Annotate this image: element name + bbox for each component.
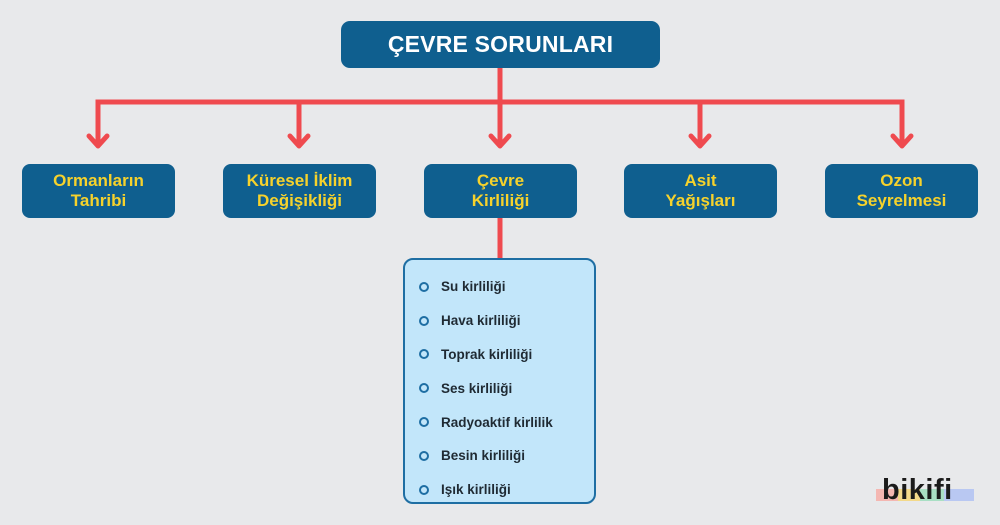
logo-stripe — [898, 489, 920, 501]
logo-stripe — [920, 489, 944, 501]
list-item-label: Besin kirliliği — [441, 448, 526, 464]
list-item-label: Hava kirliliği — [441, 313, 521, 329]
node-label-line1: Çevre — [476, 171, 525, 190]
node-label-line1: Ozon — [880, 171, 923, 190]
bikifi-logo: bikifi — [876, 473, 976, 507]
list-item-label: Ses kirliliği — [441, 380, 513, 396]
arrow-head — [890, 133, 914, 149]
bullet-icon — [419, 315, 429, 326]
list-item-label: Su kirliliği — [441, 279, 506, 295]
node-label-line1: Asit — [684, 171, 717, 190]
list-item: Toprak kirliliği — [419, 338, 594, 372]
arrow-head — [488, 133, 512, 149]
list-item: Radyoaktif kirlilik — [419, 405, 594, 439]
node-kuresel-iklim-degisikligi: Küresel İklim Değişikliği — [223, 164, 376, 218]
node-label-line2: Kirliliği — [471, 191, 530, 210]
node-ozon-seyrelmesi: Ozon Seyrelmesi — [825, 164, 978, 218]
root-node: ÇEVRE SORUNLARI — [341, 21, 660, 68]
logo-stripe — [876, 489, 898, 501]
bullet-icon — [419, 383, 429, 394]
node-label-line2: Seyrelmesi — [856, 191, 947, 210]
node-label-line2: Değişikliği — [256, 191, 342, 210]
list-item: Besin kirliliği — [419, 439, 594, 473]
bullet-icon — [419, 417, 429, 428]
node-asit-yagislari: Asit Yağışları — [624, 164, 777, 218]
logo-text: bikifi — [882, 474, 953, 506]
node-label-line2: Tahribi — [70, 191, 127, 210]
bullet-icon — [419, 450, 429, 461]
list-item-label: Işık kirliliği — [441, 482, 511, 498]
node-label-line1: Ormanların — [53, 171, 144, 190]
pollution-types-list: Su kirliliği Hava kirliliği Toprak kirli… — [403, 258, 596, 504]
node-cevre-kirliligi: Çevre Kirliliği — [424, 164, 577, 218]
node-label-line2: Yağışları — [665, 191, 736, 210]
bullet-icon — [419, 349, 429, 360]
list-item: Işık kirliliği — [419, 473, 594, 507]
logo-stripe — [944, 489, 974, 501]
list-item: Ses kirliliği — [419, 371, 594, 405]
list-item: Su kirliliği — [419, 270, 594, 304]
node-ormanlarin-tahribi: Ormanların Tahribi — [22, 164, 175, 218]
bullet-icon — [419, 484, 429, 495]
bullet-icon — [419, 281, 429, 292]
arrow-head — [86, 133, 110, 149]
arrow-head — [688, 133, 712, 149]
node-label-line1: Küresel İklim — [246, 171, 353, 190]
arrow-head — [287, 133, 311, 149]
list-item-label: Toprak kirliliği — [441, 346, 533, 362]
list-item: Hava kirliliği — [419, 304, 594, 338]
root-label: ÇEVRE SORUNLARI — [387, 31, 614, 57]
list-item-label: Radyoaktif kirlilik — [441, 414, 553, 430]
